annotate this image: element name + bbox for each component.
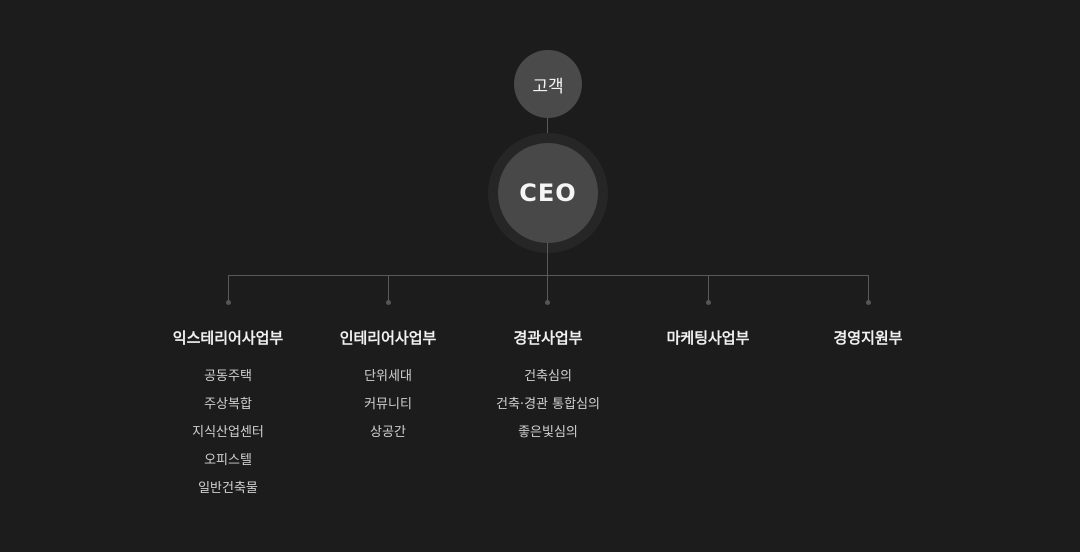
department-item-list: 공동주택 주상복합 지식산업센터 오피스텔 일반건축물: [128, 363, 328, 503]
connector-customer-ceo: [547, 118, 548, 143]
department-title: 익스테리어사업부: [172, 329, 284, 347]
department-item: 상공간: [370, 425, 406, 440]
department-title: 인테리어사업부: [339, 329, 437, 347]
drop-line-4: [708, 275, 709, 301]
drop-line-1: [228, 275, 229, 301]
branch-dot-3: [545, 300, 550, 305]
department-item: 공동주택: [204, 369, 252, 384]
department-item: 건축심의: [524, 369, 572, 384]
department-item: 커뮤니티: [364, 397, 412, 412]
department-title: 마케팅사업부: [666, 329, 750, 347]
department-marketing: 마케팅사업부: [608, 326, 808, 350]
department-item: 건축·경관 통합심의: [496, 397, 600, 412]
department-item: 지식산업센터: [192, 425, 264, 440]
branch-dot-1: [226, 300, 231, 305]
drop-line-3: [547, 275, 548, 301]
department-management-support: 경영지원부: [768, 326, 968, 350]
department-exterior: 익스테리어사업부 공동주택 주상복합 지식산업센터 오피스텔 일반건축물: [128, 326, 328, 503]
department-item: 오피스텔: [204, 453, 252, 468]
drop-line-2: [388, 275, 389, 301]
connector-ceo-branch: [547, 243, 548, 275]
department-item-list: 건축심의 건축·경관 통합심의 좋은빛심의: [448, 363, 648, 447]
department-item: 단위세대: [364, 369, 412, 384]
department-interior: 인테리어사업부 단위세대 커뮤니티 상공간: [288, 326, 488, 447]
department-item-list: 단위세대 커뮤니티 상공간: [288, 363, 488, 447]
department-title: 경관사업부: [513, 329, 583, 347]
department-item: 좋은빛심의: [518, 425, 578, 440]
department-item: 주상복합: [204, 397, 252, 412]
department-item: 일반건축물: [198, 481, 258, 496]
customer-node: 고객: [514, 50, 582, 118]
department-title: 경영지원부: [833, 329, 903, 347]
ceo-label: CEO: [519, 179, 577, 207]
branch-dot-4: [706, 300, 711, 305]
ceo-node: CEO: [498, 143, 598, 243]
branch-dot-5: [866, 300, 871, 305]
department-landscape: 경관사업부 건축심의 건축·경관 통합심의 좋은빛심의: [448, 326, 648, 447]
branch-dot-2: [386, 300, 391, 305]
customer-label: 고객: [532, 76, 564, 97]
branch-horizontal-line: [228, 275, 869, 276]
drop-line-5: [868, 275, 869, 301]
